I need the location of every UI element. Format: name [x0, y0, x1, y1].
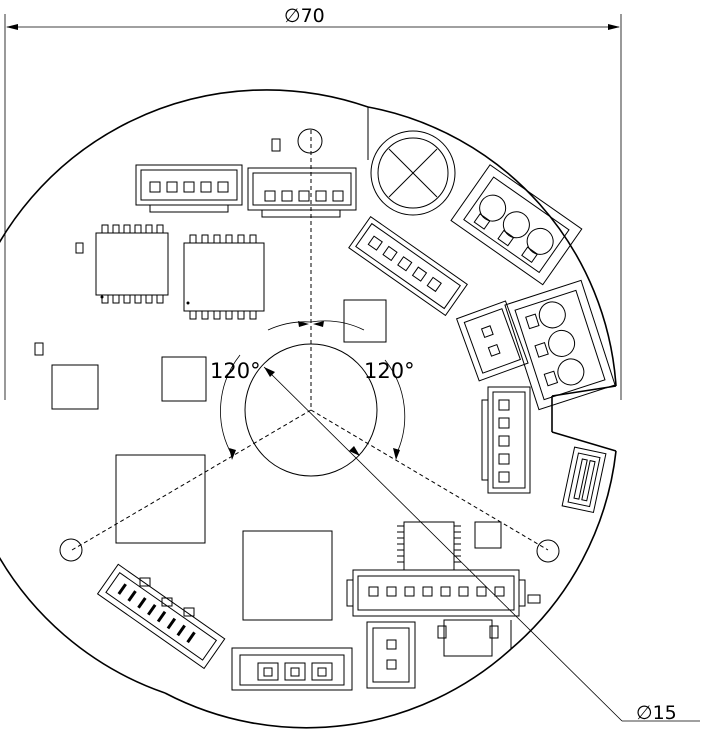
mounting-hole-left	[59, 538, 83, 562]
small-part	[161, 597, 173, 607]
angle-left-label: 120°	[210, 359, 261, 383]
connector-top-center	[247, 138, 357, 218]
large-square-bottom	[242, 530, 333, 621]
square-pad	[474, 521, 502, 549]
connector-angled	[348, 215, 468, 317]
ic-chip-center	[183, 234, 265, 320]
large-square-left	[115, 454, 206, 544]
connector-2pin-bottom	[366, 621, 416, 689]
connector-top-left	[135, 164, 243, 213]
small-part	[139, 577, 151, 587]
square-pad	[343, 299, 387, 343]
small-part	[183, 607, 195, 617]
board-outline	[0, 89, 617, 729]
ic-chip-left	[95, 224, 169, 304]
angle-right-label: 120°	[364, 359, 415, 383]
diameter-70-dimension: ∅70	[4, 5, 622, 400]
small-part	[75, 242, 84, 254]
connector-vertical-right	[481, 386, 531, 494]
connector-3pin-bottom	[231, 647, 353, 691]
bottom-component-right	[437, 619, 499, 657]
round-component	[370, 130, 456, 216]
fpc-connector	[96, 563, 226, 670]
diameter-70-label: ∅70	[284, 5, 325, 27]
terminal-block-upper	[450, 164, 583, 286]
mounting-hole-top	[297, 128, 323, 154]
terminal-block-lower	[504, 279, 616, 411]
diameter-15-dimension: ∅15	[263, 366, 700, 724]
connector-2pin-right	[455, 300, 529, 382]
connector-small-far-right	[561, 446, 607, 514]
small-part	[34, 342, 44, 356]
soic-chip	[397, 521, 461, 571]
center-hole-group: 120° 120°	[71, 130, 549, 551]
square-pad	[51, 364, 99, 410]
connector-bottom-long	[346, 569, 526, 617]
mounting-hole-right	[536, 539, 560, 563]
diameter-15-label: ∅15	[636, 702, 677, 724]
small-part	[527, 594, 541, 604]
square-pad	[161, 356, 207, 402]
